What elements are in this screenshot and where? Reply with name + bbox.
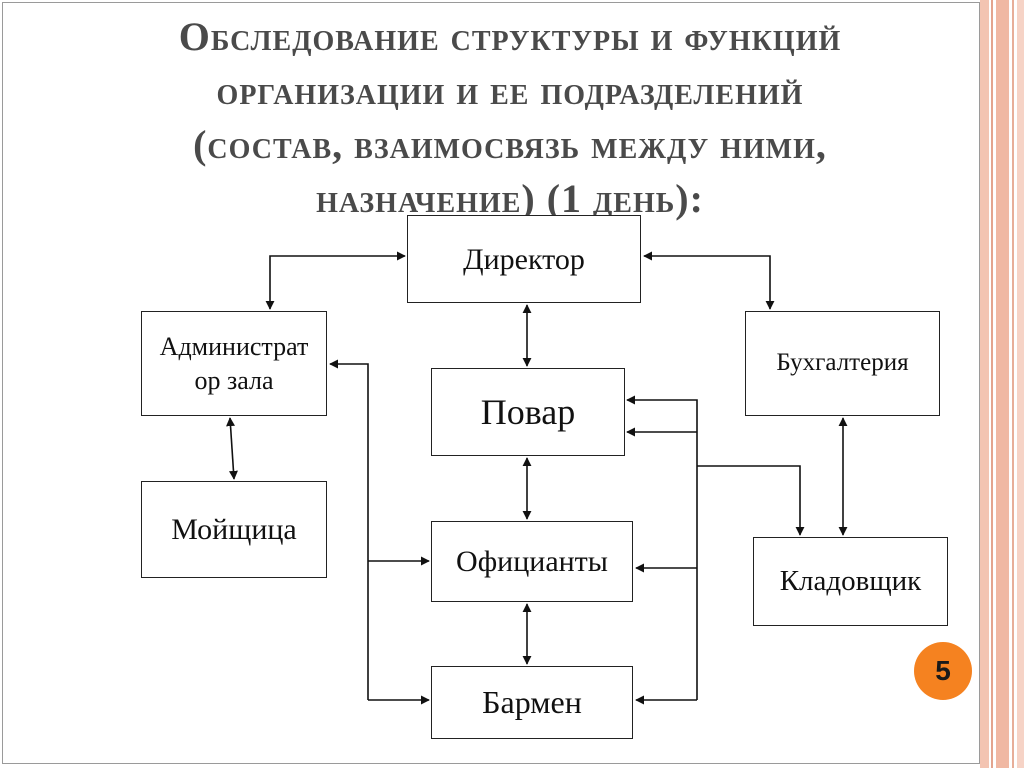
slide-title: Обследование структуры и функций организ… (60, 10, 960, 226)
node-bartender[interactable]: Бармен (431, 666, 633, 739)
node-cook[interactable]: Повар (431, 368, 625, 456)
title-line-3: (состав, взаимосвязь между ними, (193, 122, 827, 167)
link-bus-cook-upper (626, 395, 698, 476)
page-number-badge: 5 (914, 642, 972, 700)
stripe (980, 0, 989, 768)
node-accounting[interactable]: Бухгалтерия (745, 311, 940, 416)
link-administrator-dishwasher (226, 417, 238, 480)
title-line-2: организации и ее подразделений (216, 68, 804, 113)
stripe (991, 0, 993, 768)
stripe (1017, 0, 1024, 768)
stripe (1012, 0, 1014, 768)
link-bus-administrator (329, 359, 369, 700)
title-line-4: назначение) (1 день): (316, 176, 704, 221)
link-bus-to-storekeeper (697, 465, 805, 536)
title-line-1: Обследование структуры и функций (178, 14, 842, 59)
link-director-administrator (265, 251, 406, 310)
node-storekeeper[interactable]: Кладовщик (753, 537, 948, 626)
node-waiters[interactable]: Официанты (431, 521, 633, 602)
node-administrator[interactable]: Администрат ор зала (141, 311, 327, 416)
link-director-accounting (643, 251, 775, 310)
node-director[interactable]: Директор (407, 215, 641, 303)
node-dishwasher[interactable]: Мойщица (141, 481, 327, 578)
decorative-side-stripes (980, 0, 1024, 768)
stripe (996, 0, 1009, 768)
